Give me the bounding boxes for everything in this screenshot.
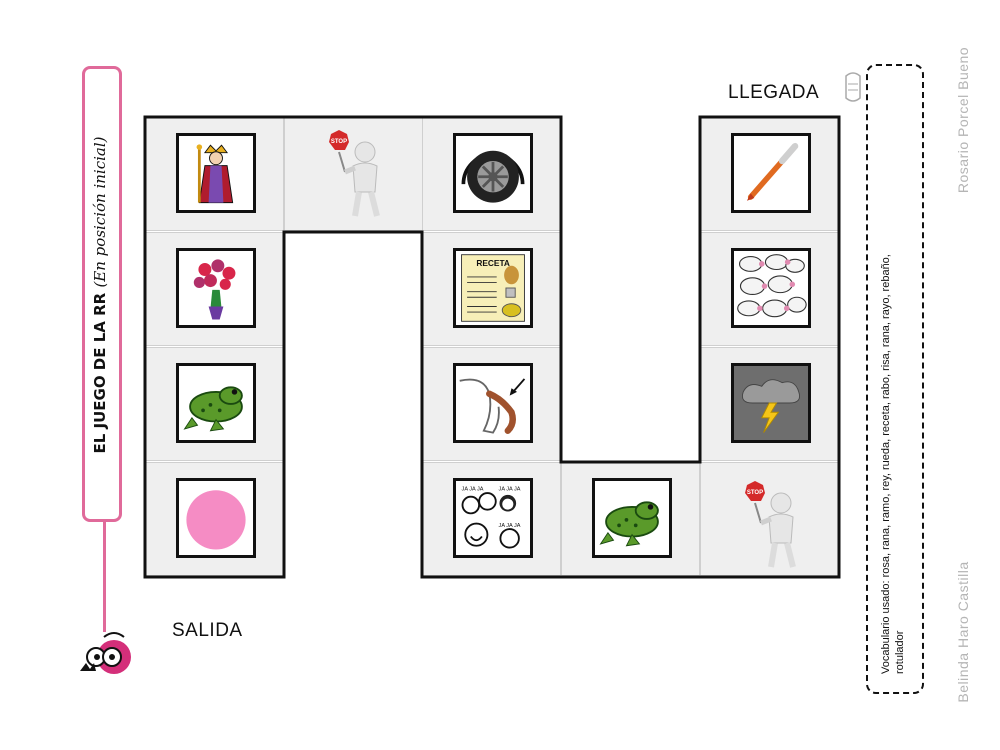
- board-cell-tail[interactable]: [422, 347, 561, 461]
- pink-dot-icon: [176, 478, 256, 558]
- flock-icon: [731, 248, 811, 328]
- wheel-icon: [453, 133, 533, 213]
- mascot-icon: [74, 627, 136, 677]
- board-cell-wheel[interactable]: [422, 117, 561, 231]
- title-panel: [82, 66, 122, 522]
- board-cell-king[interactable]: [145, 117, 284, 231]
- board-cell-laughter[interactable]: JA JA JA JA JA JA JA JA JA: [422, 462, 561, 576]
- board-cell-bouquet[interactable]: [145, 232, 284, 346]
- laugh-text-1: JA JA JA: [462, 486, 484, 492]
- frog-icon: [176, 363, 256, 443]
- author-credit-top: Rosario Porcel Bueno: [955, 46, 971, 194]
- marker-icon: [731, 133, 811, 213]
- board-cell-flock[interactable]: [700, 232, 839, 346]
- vocabulary-line-1: Vocabulario usado: rosa, rana, ramo, rey…: [880, 254, 892, 674]
- frog-icon-2: [592, 478, 672, 558]
- king-icon: [176, 133, 256, 213]
- board-cell-frog-1[interactable]: [145, 347, 284, 461]
- board-cell-lightning[interactable]: [700, 347, 839, 461]
- board-cell-frog-2[interactable]: [561, 462, 700, 576]
- tail-icon: [453, 363, 533, 443]
- title-panel-pointer: [103, 520, 106, 632]
- finish-label: LLEGADA: [728, 82, 820, 103]
- start-label: SALIDA: [172, 620, 243, 641]
- author-credit-bottom: Belinda Haro Castilla: [955, 561, 971, 703]
- recipe-icon: RECETA: [453, 248, 533, 328]
- board-cell-stop-2[interactable]: STOP: [700, 462, 839, 576]
- title-panel-text: EL JUEGO DE LA RR (En posición inicial): [87, 105, 113, 485]
- board-cell-marker[interactable]: [700, 117, 839, 231]
- stop-figure-icon-2: STOP: [741, 479, 811, 573]
- laughter-icon: JA JA JA JA JA JA JA JA JA: [453, 478, 533, 558]
- recipe-text: RECETA: [476, 258, 510, 268]
- doodle-icon: [842, 70, 864, 104]
- lightning-icon: [731, 363, 811, 443]
- game-title: EL JUEGO DE LA RR: [91, 292, 109, 454]
- stop-figure-icon: STOP: [325, 128, 395, 222]
- bouquet-icon: [176, 248, 256, 328]
- stop-sign-text: STOP: [331, 139, 347, 145]
- vocabulary-text: Vocabulario usado: rosa, rana, ramo, rey…: [879, 74, 913, 674]
- vocabulary-box: [866, 64, 924, 694]
- laugh-text-2: JA JA JA: [499, 486, 521, 492]
- game-subtitle: (En posición inicial): [91, 136, 109, 288]
- vocabulary-line-2: rotulador: [894, 630, 906, 674]
- board-cell-start[interactable]: [145, 462, 284, 576]
- stop-sign-text-2: STOP: [747, 490, 763, 496]
- board-cell-recipe[interactable]: RECETA: [422, 232, 561, 346]
- board-cell-stop-1[interactable]: STOP: [284, 117, 423, 231]
